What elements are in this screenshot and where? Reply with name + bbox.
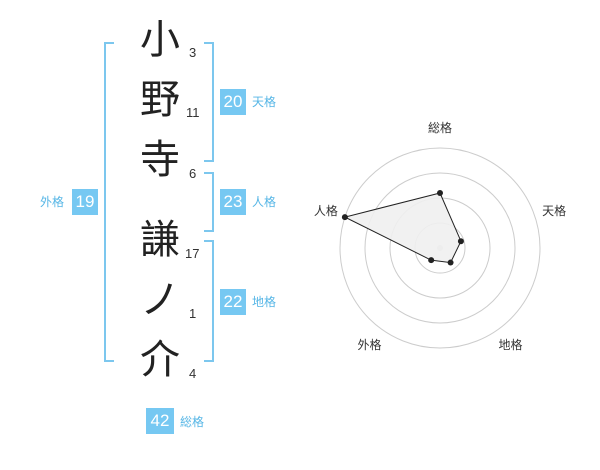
stroke-count-2: 11 — [186, 105, 200, 120]
gaikaku-bracket — [104, 42, 114, 362]
chikaku-label: 地格 — [252, 295, 277, 309]
gaikaku-label: 外格 — [40, 195, 65, 209]
tenkaku-badge: 20 — [220, 89, 246, 115]
radar-point-5 — [341, 214, 348, 221]
chikaku-bracket — [204, 240, 214, 362]
name-char-1: 小 — [140, 17, 180, 63]
stroke-count-6: 4 — [189, 366, 197, 381]
stroke-count-5: 1 — [189, 306, 197, 321]
radar-grid-ring-4 — [339, 147, 541, 349]
name-char-2: 野 — [140, 77, 180, 123]
radar-axis-label-4: 外格 — [357, 337, 381, 352]
name-char-6: 介 — [140, 337, 180, 383]
stroke-count-1: 3 — [189, 45, 197, 60]
radar-point-2 — [457, 238, 464, 245]
radar-point-3 — [447, 259, 454, 266]
chikaku-badge: 22 — [220, 289, 246, 315]
soukaku-badge: 42 — [146, 408, 174, 434]
name-char-3: 寺 — [140, 137, 180, 183]
radar-point-4 — [428, 257, 435, 264]
tenkaku-bracket — [204, 42, 214, 162]
name-char-5: ノ — [140, 277, 180, 323]
soukaku-label: 総格 — [180, 415, 205, 429]
gaikaku-badge: 19 — [72, 189, 98, 215]
name-char-4: 謙 — [140, 217, 180, 263]
radar-grid-ring-3 — [364, 172, 516, 324]
jinkaku-label: 人格 — [252, 195, 277, 209]
radar-axis-label-1: 総格 — [428, 120, 452, 135]
radar-axis-label-3: 地格 — [499, 337, 523, 352]
tenkaku-label: 天格 — [252, 95, 277, 109]
jinkaku-bracket — [204, 172, 214, 232]
jinkaku-badge: 23 — [220, 189, 246, 215]
radar-point-1 — [437, 190, 443, 196]
stroke-count-4: 17 — [185, 246, 200, 261]
stroke-count-3: 6 — [189, 166, 197, 181]
radar-axis-label-5: 人格 — [314, 203, 338, 218]
radar-axis-label-2: 天格 — [542, 203, 566, 218]
radar-polygon — [343, 192, 462, 264]
